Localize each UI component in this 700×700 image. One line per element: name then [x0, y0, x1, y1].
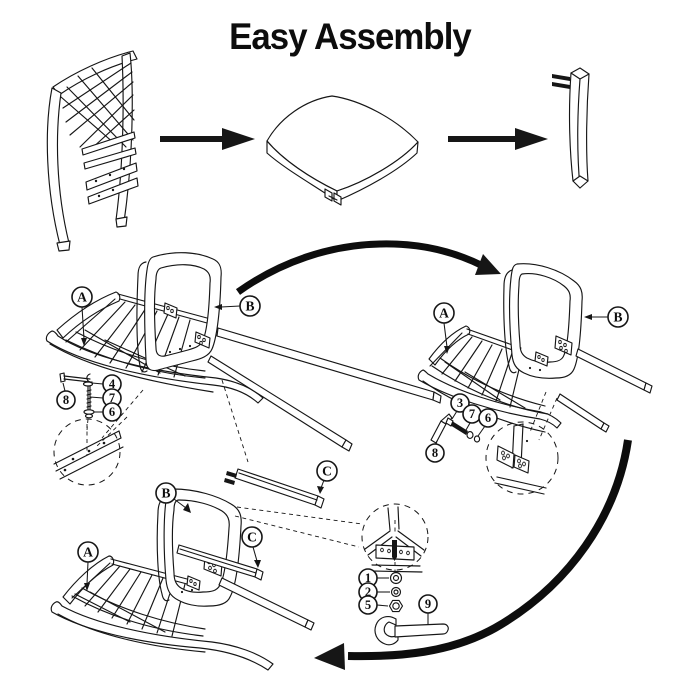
svg-text:4: 4	[109, 377, 116, 391]
svg-text:6: 6	[109, 405, 115, 419]
assembly-arrow-2	[448, 128, 548, 150]
flow-arrow-top	[235, 240, 501, 295]
callout-leg-C: C	[241, 526, 263, 568]
svg-text:A: A	[77, 290, 87, 305]
callout-back-A: A	[433, 302, 455, 354]
callout-hw-8: 8	[56, 382, 76, 410]
detail-rail-joint	[53, 389, 144, 480]
svg-text:8: 8	[432, 446, 438, 460]
svg-text:A: A	[83, 545, 93, 560]
svg-text:B: B	[613, 310, 622, 325]
svg-text:5: 5	[365, 598, 371, 612]
washer-stack	[388, 571, 404, 613]
svg-text:A: A	[439, 306, 449, 321]
leg-dowel-pin	[552, 82, 570, 89]
back-lattice	[71, 562, 206, 637]
allen-key-and-bolt	[430, 413, 481, 444]
callout-hw-7: 7	[462, 404, 482, 431]
svg-text:B: B	[245, 299, 254, 314]
callout-hw-8: 8	[425, 440, 445, 463]
leg-dowel-pin	[224, 478, 235, 485]
callout-seat-B: B	[584, 306, 629, 328]
flow-arrow-bottom	[314, 439, 632, 670]
leg-dowel-pin	[226, 471, 237, 478]
step2-right-assembly: A B 3 7 6 8	[417, 263, 653, 495]
detail-circle	[361, 503, 429, 571]
chair-back-part	[46, 50, 139, 252]
wrench-tool	[374, 616, 449, 646]
seat-part	[266, 95, 419, 206]
svg-text:1: 1	[365, 571, 371, 585]
svg-text:6: 6	[485, 411, 491, 425]
callout-back-A: A	[71, 286, 93, 346]
svg-text:2: 2	[365, 585, 371, 599]
bolt-hardware-set	[59, 372, 95, 431]
detail-circle	[485, 421, 559, 495]
svg-text:9: 9	[425, 597, 431, 611]
seat-frame	[144, 252, 222, 372]
svg-text:3: 3	[457, 396, 463, 410]
callout-leg-C: C	[316, 460, 338, 494]
seat-frame	[509, 263, 583, 379]
callout-hw-6: 6	[477, 408, 498, 437]
svg-text:C: C	[322, 464, 332, 479]
detail-circle	[53, 418, 121, 486]
callout-back-A: A	[77, 541, 99, 591]
callout-hw-6: 6	[94, 402, 122, 422]
callout-hw-9: 9	[418, 594, 438, 624]
callout-hw-3: 3	[450, 393, 470, 420]
svg-text:C: C	[247, 530, 257, 545]
svg-text:B: B	[161, 486, 170, 501]
callout-seat-B: B	[155, 482, 191, 513]
detail-corner-bracket	[364, 506, 425, 573]
callout-seat-B: B	[214, 295, 261, 317]
detail-leg-bracket	[494, 391, 558, 495]
step2-left-assembly: A B 4 7 6 8	[45, 252, 442, 486]
assembly-arrow-1	[160, 128, 255, 150]
svg-text:7: 7	[469, 407, 475, 421]
back-lattice	[429, 332, 549, 415]
diagram-title: Easy Assembly	[229, 16, 472, 57]
svg-text:7: 7	[109, 391, 115, 405]
step3-bottom-assembly: B C C A 1	[50, 460, 449, 671]
leg-dowel-pin	[552, 74, 570, 81]
callout-hw-5: 5	[358, 595, 389, 615]
back-lattice	[60, 62, 135, 151]
svg-text:8: 8	[63, 393, 69, 407]
leg-part	[552, 67, 590, 189]
floating-leg	[224, 468, 325, 509]
